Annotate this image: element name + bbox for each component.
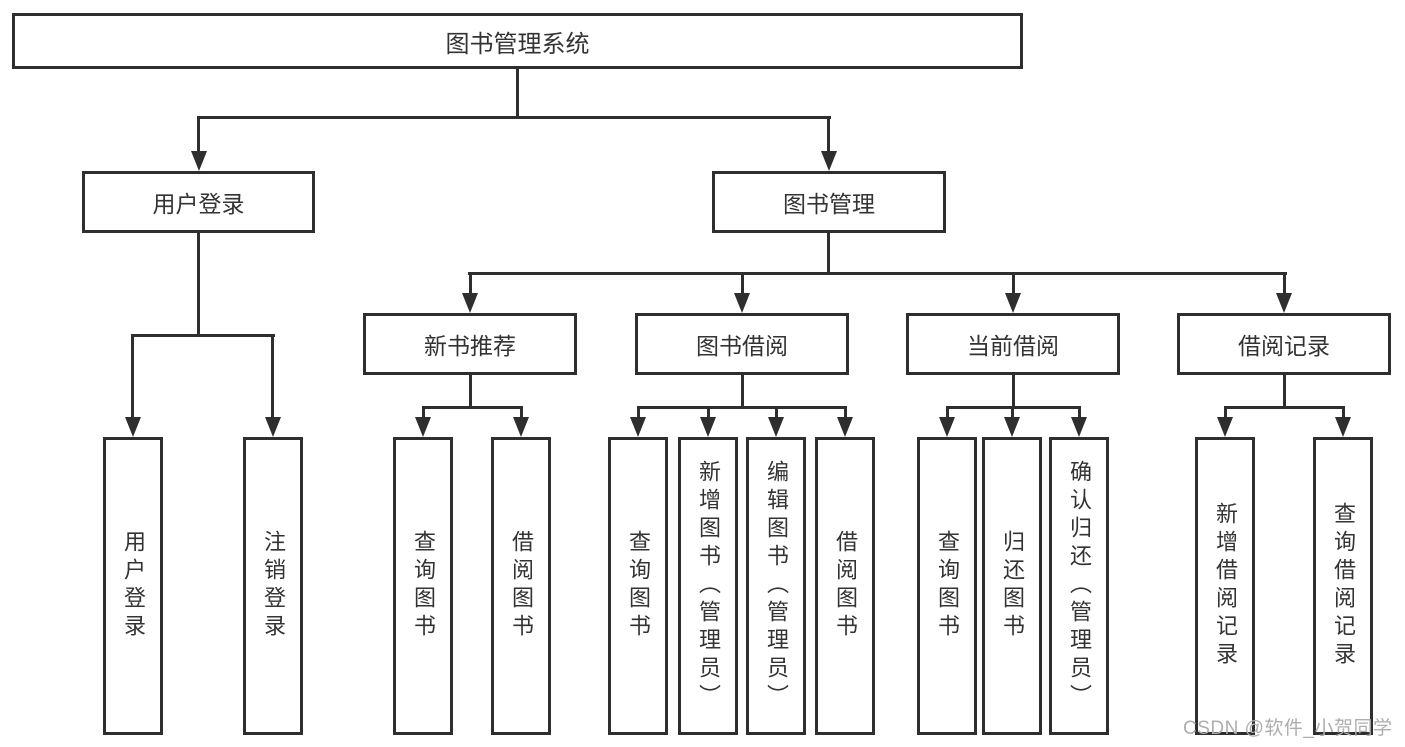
connector-line	[469, 272, 472, 296]
connector-line	[1224, 406, 1344, 409]
leaf-query-book-2-label: 查询图书	[626, 530, 651, 642]
leaf-logout: 注销登录	[243, 437, 303, 735]
connector-line	[637, 406, 640, 420]
connector-line	[946, 406, 949, 420]
leaf-return-book-label: 归还图书	[1000, 530, 1025, 642]
connector-line	[520, 406, 523, 420]
leaf-add-borrow-record-label: 新增借阅记录	[1213, 502, 1238, 670]
leaf-query-borrow-record: 查询借阅记录	[1313, 437, 1373, 735]
connector-line	[1342, 406, 1345, 420]
connector-line	[197, 233, 200, 335]
leaf-confirm-return-admin: 确认归还（管理员）	[1049, 437, 1109, 735]
leaf-query-borrow-record-label: 查询借阅记录	[1331, 502, 1356, 670]
leaf-logout-label: 注销登录	[261, 530, 286, 642]
leaf-borrow-book-2-label: 借阅图书	[833, 530, 858, 642]
connector-line	[468, 272, 1287, 275]
leaf-query-book-2: 查询图书	[608, 437, 668, 735]
arrow-down-icon	[462, 293, 478, 313]
csdn-watermark: CSDN @软件_小贺同学	[1183, 718, 1393, 739]
leaf-return-book: 归还图书	[982, 437, 1042, 735]
leaf-user-login: 用户登录	[103, 437, 163, 735]
node-root-label: 图书管理系统	[445, 30, 590, 58]
leaf-borrow-book-1: 借阅图书	[491, 437, 551, 735]
leaf-add-book-admin: 新增图书（管理员）	[678, 437, 738, 735]
connector-line	[741, 375, 744, 408]
connector-line	[1283, 375, 1286, 408]
node-book-borrow: 图书借阅	[635, 313, 849, 375]
arrow-down-icon	[191, 151, 207, 171]
leaf-query-book-3-label: 查询图书	[935, 530, 960, 642]
connector-line	[844, 406, 847, 420]
connector-line	[1012, 375, 1015, 408]
connector-line	[131, 334, 134, 418]
connector-line	[197, 116, 200, 152]
arrow-down-icon	[125, 417, 141, 437]
arrow-down-icon	[1071, 417, 1087, 437]
connector-line	[516, 69, 519, 117]
node-current-borrow: 当前借阅	[906, 313, 1120, 375]
arrow-down-icon	[630, 417, 646, 437]
arrow-down-icon	[768, 417, 784, 437]
node-user-login-label: 用户登录	[152, 191, 245, 217]
leaf-add-borrow-record: 新增借阅记录	[1195, 437, 1255, 735]
arrow-down-icon	[734, 293, 750, 313]
connector-line	[741, 272, 744, 296]
node-root: 图书管理系统	[12, 13, 1023, 69]
arrow-down-icon	[1217, 417, 1233, 437]
connector-line	[707, 406, 710, 420]
leaf-add-book-admin-label: 新增图书（管理员）	[696, 460, 721, 712]
arrow-down-icon	[1335, 417, 1351, 437]
connector-line	[1011, 406, 1014, 420]
connector-line	[422, 406, 425, 420]
node-borrow-records: 借阅记录	[1177, 313, 1391, 375]
arrow-down-icon	[939, 417, 955, 437]
connector-line	[827, 116, 830, 152]
leaf-query-book-3: 查询图书	[917, 437, 977, 735]
connector-line	[197, 116, 831, 119]
connector-line	[469, 375, 472, 408]
connector-line	[1224, 406, 1227, 420]
node-book-borrow-label: 图书借阅	[696, 333, 788, 359]
connector-line	[827, 233, 830, 274]
arrow-down-icon	[265, 417, 281, 437]
leaf-user-login-label: 用户登录	[121, 530, 146, 642]
leaf-edit-book-admin: 编辑图书（管理员）	[746, 437, 806, 735]
connector-line	[422, 406, 523, 409]
leaf-borrow-book-1-label: 借阅图书	[509, 530, 534, 642]
leaf-edit-book-admin-label: 编辑图书（管理员）	[764, 460, 789, 712]
node-borrow-records-label: 借阅记录	[1238, 333, 1330, 359]
connector-line	[131, 334, 275, 337]
leaf-confirm-return-admin-label: 确认归还（管理员）	[1067, 460, 1092, 712]
connector-line	[775, 406, 778, 420]
node-current-borrow-label: 当前借阅	[967, 333, 1059, 359]
arrow-down-icon	[1276, 293, 1292, 313]
connector-line	[271, 334, 274, 418]
connector-line	[1283, 272, 1286, 296]
arrow-down-icon	[1004, 417, 1020, 437]
node-new-book-recommend-label: 新书推荐	[424, 333, 516, 359]
node-new-book-recommend: 新书推荐	[363, 313, 577, 375]
arrow-down-icon	[513, 417, 529, 437]
leaf-query-book-1-label: 查询图书	[411, 530, 436, 642]
node-book-management-label: 图书管理	[783, 191, 875, 217]
leaf-borrow-book-2: 借阅图书	[815, 437, 875, 735]
arrow-down-icon	[415, 417, 431, 437]
arrow-down-icon	[700, 417, 716, 437]
arrow-down-icon	[837, 417, 853, 437]
arrow-down-icon	[1005, 293, 1021, 313]
arrow-down-icon	[821, 151, 837, 171]
connector-line	[637, 406, 846, 409]
node-book-management: 图书管理	[712, 171, 946, 233]
connector-line	[1078, 406, 1081, 420]
connector-line	[1012, 272, 1015, 296]
leaf-query-book-1: 查询图书	[393, 437, 453, 735]
node-user-login: 用户登录	[82, 171, 315, 233]
